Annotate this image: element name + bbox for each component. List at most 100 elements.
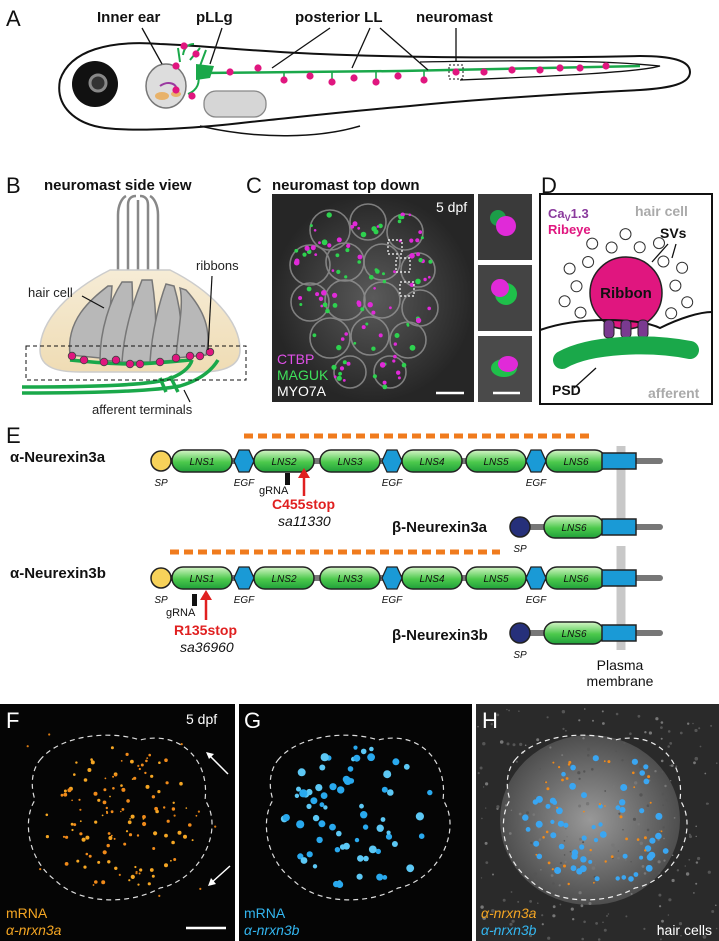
- background-noise: [688, 858, 691, 861]
- mrna-punctum: [547, 861, 551, 865]
- mrna-punctum: [570, 764, 576, 771]
- hair-cell-outline: [349, 203, 387, 241]
- background-noise: [660, 759, 664, 763]
- mrna-punctum: [297, 768, 306, 777]
- synapse-punctum: [336, 237, 342, 243]
- background-noise: [570, 907, 574, 911]
- background-noise: [694, 728, 698, 733]
- synapse-punctum: [382, 380, 387, 385]
- mrna-punctum: [296, 820, 305, 829]
- neuromast-dot: [602, 62, 610, 70]
- mrna-punctum: [353, 745, 358, 750]
- background-noise: [485, 861, 489, 864]
- background-noise: [695, 861, 699, 864]
- lns-label: LNS2: [271, 574, 296, 585]
- mrna-punctum: [643, 764, 649, 770]
- background-noise: [485, 782, 489, 786]
- background-noise: [669, 764, 672, 767]
- mrna-punctum: [418, 833, 425, 839]
- synapse-punctum: [327, 243, 332, 248]
- mrna-punctum: [360, 811, 368, 819]
- mrna-punctum: [329, 823, 336, 831]
- background-noise: [617, 802, 619, 804]
- mrna-punctum: [170, 859, 172, 862]
- mrna-punctum: [101, 880, 106, 885]
- mrna-punctum: [108, 836, 113, 840]
- lns-domain: [253, 449, 315, 473]
- mrna-punctum: [591, 825, 596, 830]
- background-noise: [643, 872, 647, 875]
- background-noise: [634, 781, 638, 785]
- background-noise: [492, 873, 494, 876]
- synapse-punctum: [397, 219, 402, 224]
- mrna-punctum: [647, 775, 651, 779]
- synapse-punctum: [318, 296, 324, 301]
- background-noise: [699, 745, 702, 748]
- mrna-punctum: [533, 840, 540, 847]
- mrna-punctum: [127, 820, 132, 825]
- mrna-punctum: [535, 853, 538, 856]
- background-noise: [695, 835, 697, 838]
- transmembrane-domain: [601, 518, 637, 536]
- synaptic-vesicle: [586, 237, 599, 250]
- background-noise: [566, 835, 568, 838]
- background-noise: [594, 864, 597, 866]
- mrna-punctum: [620, 784, 628, 791]
- background-noise: [704, 772, 707, 775]
- mrna-punctum: [101, 814, 104, 817]
- egf-domain: [233, 566, 255, 590]
- mrna-punctum: [137, 764, 140, 768]
- mrna-punctum: [561, 771, 566, 777]
- background-noise: [613, 846, 617, 850]
- mrna-punctum: [188, 823, 192, 827]
- background-noise: [632, 817, 637, 821]
- background-noise: [711, 910, 715, 913]
- synapse-punctum: [315, 292, 320, 297]
- background-noise: [578, 891, 582, 895]
- background-noise: [577, 771, 581, 775]
- mrna-punctum: [114, 866, 118, 870]
- background-noise: [578, 804, 582, 808]
- panel-f-letter: F: [6, 708, 19, 733]
- mrna-punctum: [347, 766, 354, 772]
- synaptic-vesicle: [605, 241, 618, 254]
- lns-label: LNS1: [189, 457, 214, 468]
- mrna-punctum: [368, 845, 377, 854]
- synapse-punctum: [336, 269, 341, 274]
- panel-f-age: 5 dpf: [186, 711, 217, 727]
- mrna-punctum: [644, 845, 652, 852]
- mrna-punctum: [607, 760, 611, 764]
- background-noise: [685, 872, 690, 876]
- background-noise: [569, 850, 572, 853]
- background-noise: [689, 835, 692, 839]
- mrna-punctum: [621, 875, 627, 880]
- mrna-punctum: [569, 782, 576, 790]
- mrna-punctum: [336, 830, 342, 837]
- background-noise: [585, 802, 590, 806]
- synapse-punctum: [313, 229, 317, 232]
- background-noise: [646, 804, 650, 807]
- mrna-punctum: [660, 830, 663, 833]
- inner-ear-icon: [145, 63, 187, 109]
- synapse-punctum: [423, 277, 427, 282]
- mrna-punctum: [299, 789, 308, 798]
- background-noise: [606, 915, 608, 917]
- mrna-punctum: [157, 790, 161, 794]
- mrna-punctum: [79, 832, 83, 836]
- background-noise: [552, 914, 556, 918]
- synapse-punctum: [357, 302, 362, 307]
- signal-peptide: [150, 567, 172, 589]
- background-noise: [639, 841, 643, 845]
- mutation-3b: R135stop: [174, 622, 237, 638]
- synapse-punctum: [427, 306, 432, 311]
- background-noise: [601, 710, 604, 713]
- neuromast-dot: [280, 76, 288, 84]
- lns-label: LNS6: [561, 523, 586, 534]
- mrna-punctum: [354, 837, 360, 843]
- mrna-punctum: [382, 875, 388, 880]
- egf-label: EGF: [382, 595, 403, 606]
- lns-domain: [319, 449, 381, 473]
- background-noise: [693, 892, 695, 894]
- mrna-punctum: [622, 853, 628, 859]
